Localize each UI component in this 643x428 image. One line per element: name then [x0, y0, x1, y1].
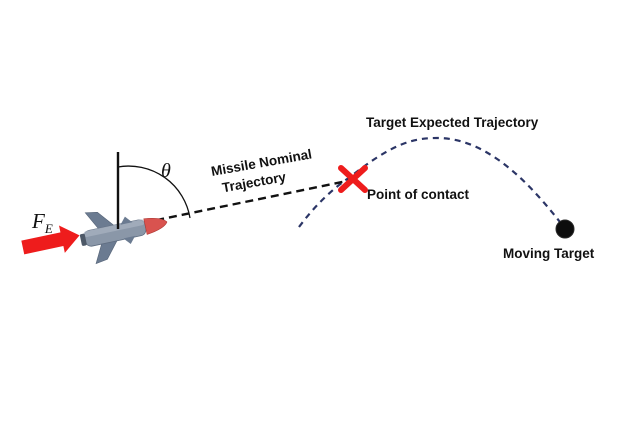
target-expected-trajectory-label: Target Expected Trajectory — [366, 115, 539, 130]
force-label-subscript: E — [44, 221, 53, 236]
missile-icon — [79, 211, 168, 265]
cross-icon — [338, 165, 368, 193]
force-label: FE — [31, 209, 53, 236]
theta-angle-arc — [117, 165, 191, 219]
force-label-main: F — [31, 209, 45, 233]
missile-nominal-trajectory-label: Missile Nominal Trajectory — [210, 146, 313, 195]
right-arrow-icon — [21, 225, 80, 255]
circle-icon — [555, 219, 575, 239]
point-of-contact-label: Point of contact — [367, 187, 469, 202]
moving-target-label: Moving Target — [503, 246, 595, 261]
target-expected-trajectory-curve — [298, 136, 564, 228]
theta-label: θ — [161, 160, 171, 182]
